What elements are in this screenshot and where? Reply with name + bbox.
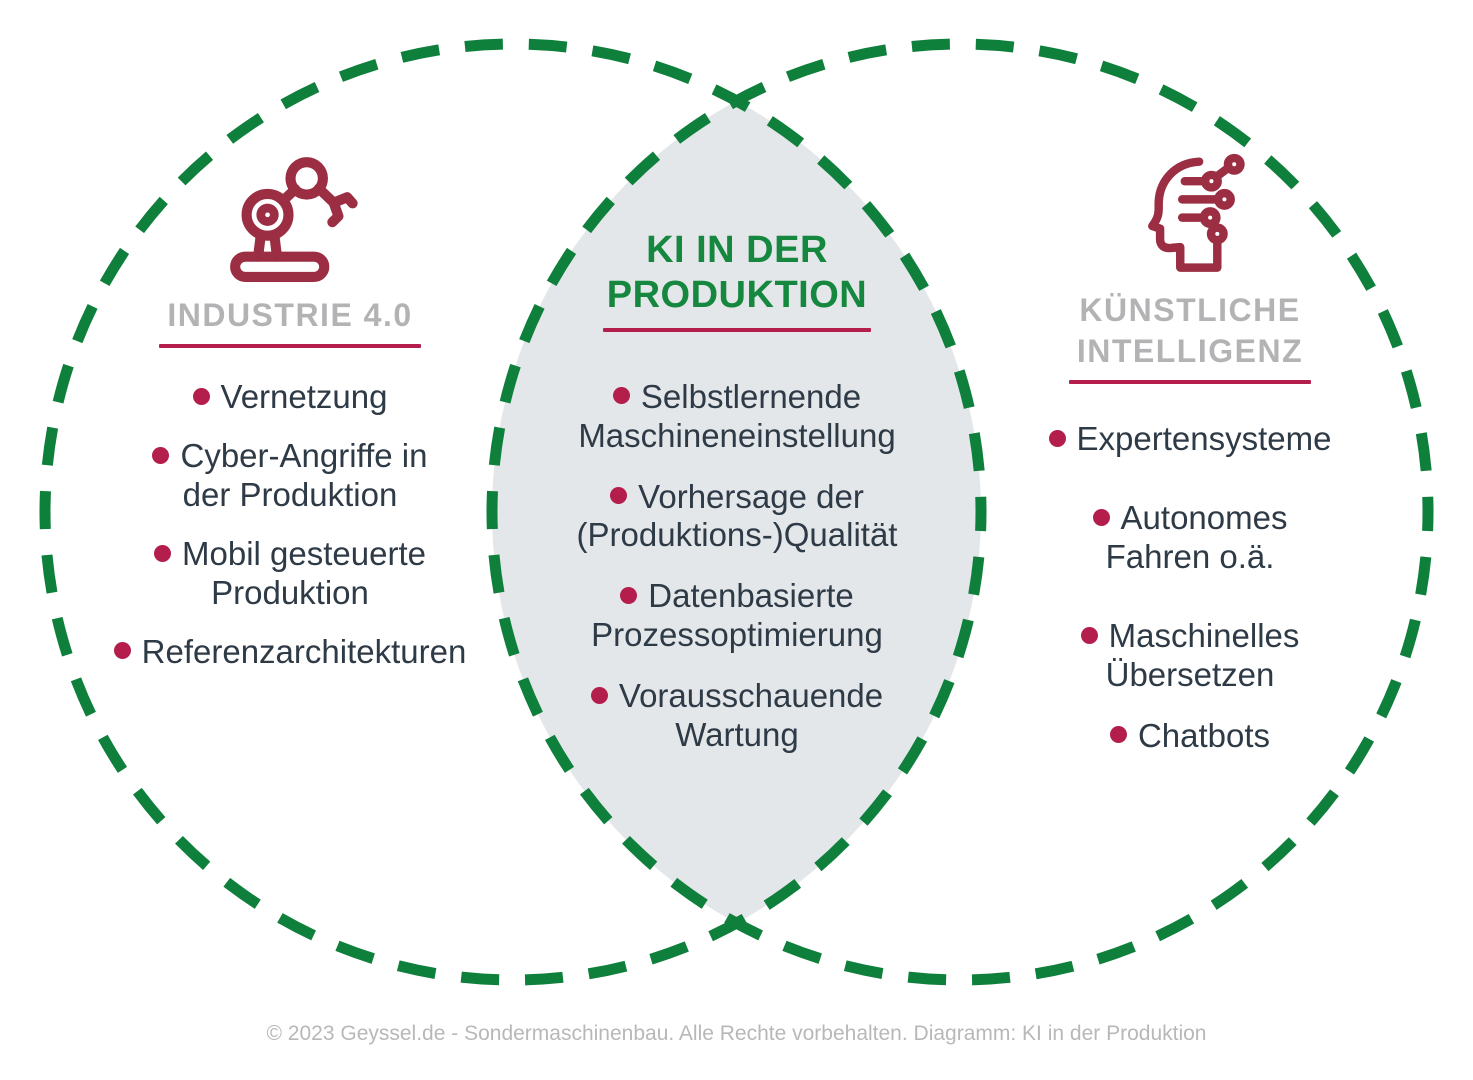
list-item-label: Autonomes Fahren o.ä. [1105,498,1288,575]
list-item-label: Mobil gesteuerte Produktion [182,534,426,611]
list-item: Vernetzung [57,378,523,417]
center-title: KI IN DER PRODUKTION [606,229,868,316]
ki-list: Expertensysteme Autonomes Fahren o.ä. Ma… [977,420,1403,756]
bullet-dot-icon [1080,626,1098,644]
bullet-dot-icon [192,387,210,405]
bullet-dot-icon [612,387,630,405]
list-item: Vorausschauende Wartung [517,677,957,755]
ki-in-der-produktion-section: KI IN DER PRODUKTION Selbstlernende Masc… [517,228,957,755]
list-item-label: Selbstlernende Maschineneinstellung [578,377,896,454]
list-item: Mobil gesteuerte Produktion [57,535,523,613]
left-dashed-circle [39,38,987,986]
ki-heading-underline [1069,379,1311,384]
list-item-label: Datenbasierte Prozessoptimierung [591,577,883,654]
industrie-40-heading-underline [159,343,421,348]
list-item: Expertensysteme [977,420,1403,459]
bullet-dot-icon [1092,508,1110,526]
list-item-label: Vorausschauende Wartung [618,677,884,754]
kuenstliche-intelligenz-section: KÜNSTLICHE INTELLIGENZ Expertensysteme A… [977,150,1403,756]
list-item-label: Referenzarchitekturen [141,632,467,670]
ki-icon-wrap [977,150,1403,280]
bullet-dot-icon [154,544,171,562]
bullet-dot-icon [113,642,131,660]
list-item: Datenbasierte Prozessoptimierung [517,577,957,655]
list-item: Autonomes Fahren o.ä. [977,499,1403,577]
bullet-dot-icon [590,687,608,705]
industrie-40-section: INDUSTRIE 4.0 Vernetzung Cyber-Angriffe … [57,150,523,672]
list-item: Maschinelles Übersetzen [977,617,1403,695]
list-item: Cyber-Angriffe in der Produktion [57,437,523,515]
bullet-dot-icon [1109,726,1127,744]
right-dashed-circle [486,38,1434,986]
center-title-underline [603,327,871,332]
list-item: Vorhersage der (Produktions-)Qualität [517,478,957,556]
copyright-footer: © 2023 Geyssel.de - Sondermaschinenbau. … [266,1022,1207,1045]
list-item: Chatbots [977,717,1403,756]
bullet-dot-icon [152,446,170,464]
list-item-label: Vernetzung [220,377,388,415]
industrie-40-list: Vernetzung Cyber-Angriffe in der Produkt… [57,378,523,672]
list-item-label: Expertensysteme [1076,419,1332,457]
intersection-lens-shape [491,100,982,924]
list-item-label: Vorhersage der (Produktions-)Qualität [576,477,898,554]
list-item-label: Cyber-Angriffe in der Produktion [180,436,428,513]
bullet-dot-icon [620,587,638,605]
ki-produktion-list: Selbstlernende Maschineneinstellung Vorh… [517,378,957,756]
ai-head-icon [1148,153,1245,272]
kuenstliche-intelligenz-heading: KÜNSTLICHE INTELLIGENZ [1076,292,1304,369]
list-item-label: Maschinelles Übersetzen [1105,616,1300,693]
industrie-40-icon-wrap [57,150,523,285]
robot-arm-icon [229,157,358,282]
bullet-dot-icon [610,487,628,505]
list-item-label: Chatbots [1137,716,1271,754]
bullet-dot-icon [1048,429,1066,447]
list-item: Referenzarchitekturen [57,633,523,672]
list-item: Selbstlernende Maschineneinstellung [517,378,957,456]
industrie-40-heading: INDUSTRIE 4.0 [167,297,413,333]
